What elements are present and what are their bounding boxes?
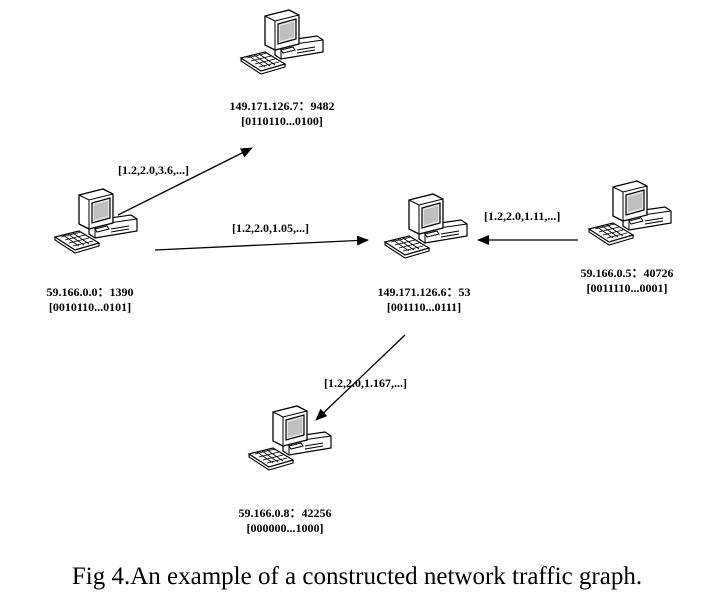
figure-caption: Fig 4.An example of a constructed networ… (71, 563, 643, 590)
computer-icon (54, 188, 138, 254)
edge-n2-n1-arrow (117, 147, 253, 216)
node-bits: [001110...0111] (386, 300, 462, 314)
computer-icon (248, 405, 332, 471)
node-label-n5: 59.166.0.8：42256 [000000...1000] (238, 506, 331, 536)
edge-label-n3-n5: [1.2,2.0,1.167,...] (324, 376, 407, 390)
node-address: 59.166.0.0：1390 (46, 285, 134, 299)
computer-icon (240, 9, 324, 75)
node-address: 59.166.0.8：42256 (238, 506, 332, 520)
edge-label-n4-n3: [1.2,2.0,1.11,...] (484, 209, 561, 223)
node-bits: [000000...1000] (246, 521, 324, 535)
node-label-n2: 59.166.0.0：1390 [0010110...0101] (46, 285, 133, 315)
node-address: 149.171.126.7：9482 (229, 99, 335, 113)
edge-label-n2-n3: [1.2,2.0,1.05,...] (232, 221, 309, 235)
node-label-n1: 149.171.126.7：9482 [0110110...0100] (229, 99, 334, 129)
computer-icon (384, 193, 468, 259)
node-label-n3: 149.171.126.6：53 [001110...0111] (377, 285, 470, 315)
node-address: 149.171.126.6：53 (377, 285, 471, 299)
edge-n2-n3-arrow (154, 235, 369, 251)
node-bits: [0011110...0001] (586, 281, 668, 295)
node-address: 59.166.0.5：40726 (580, 266, 674, 280)
computer-icon (588, 180, 672, 246)
edge-label-n2-n1: [1.2,2.0,3.6,...] (118, 163, 189, 177)
node-bits: [0110110...0100] (241, 114, 323, 128)
node-bits: [0010110...0101] (48, 300, 132, 314)
edge-n3-n5-arrow (315, 334, 406, 421)
node-label-n4: 59.166.0.5：40726 [0011110...0001] (580, 266, 673, 296)
